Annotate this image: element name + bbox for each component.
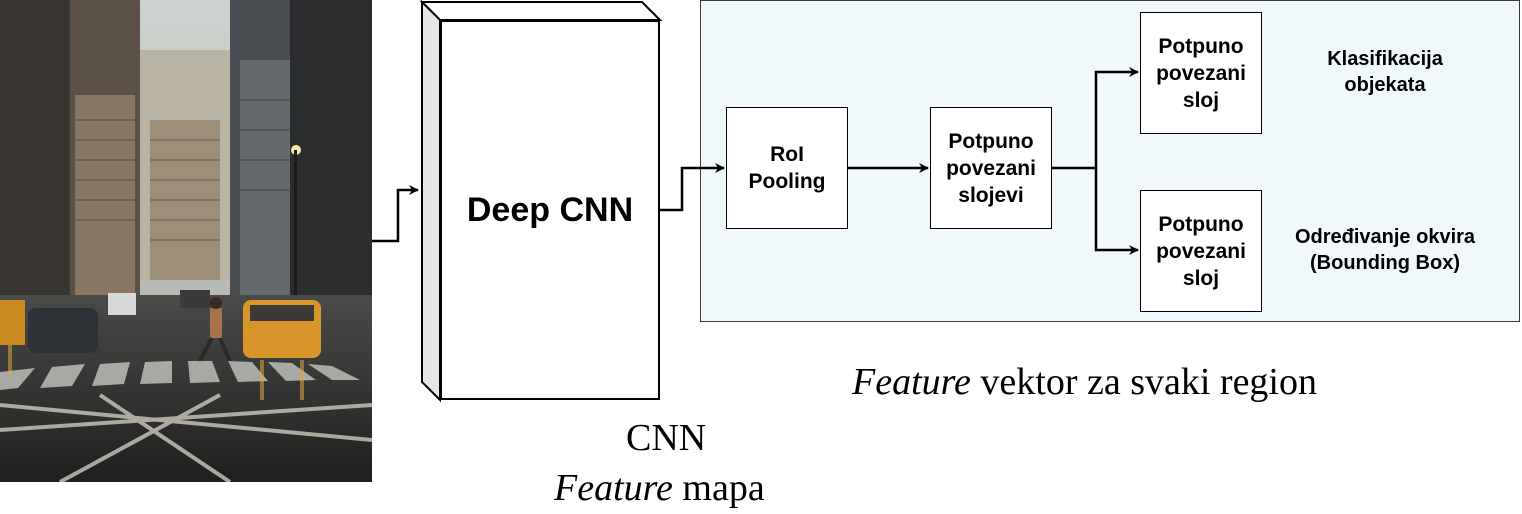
cnn-block-top-face <box>419 1 663 21</box>
arrow-fc-to-bottom <box>1094 168 1139 255</box>
cnn-caption-line1: CNN <box>626 417 707 459</box>
arrow-fc-to-top <box>1094 67 1139 168</box>
cnn-block-side-face <box>421 0 441 403</box>
roi-pooling-box: RoI Pooling <box>726 107 848 229</box>
cnn-block-label: Deep CNN <box>466 190 634 229</box>
roi-pooling-label: RoI Pooling <box>748 143 826 193</box>
fc-layer-top-box: Potpuno povezani sloj <box>1140 12 1262 134</box>
fc-layers-box: Potpuno povezani slojevi <box>930 107 1052 229</box>
cnn-caption-italic: Feature <box>554 467 673 509</box>
fc-layer-bottom-label: Potpuno povezani sloj <box>1156 212 1246 290</box>
fc-layers-label: Potpuno povezani slojevi <box>946 129 1036 207</box>
fc-layer-bottom-box: Potpuno povezani sloj <box>1140 190 1262 312</box>
bounding-box-output-label: Određivanje okvira (Bounding Box) <box>1294 226 1476 274</box>
fc-layer-top-label: Potpuno povezani sloj <box>1156 34 1246 112</box>
cnn-caption-rest: mapa <box>672 467 765 509</box>
feature-vector-caption-italic: Feature <box>852 361 971 403</box>
arrow-cnn-to-roi <box>660 163 725 212</box>
feature-vector-caption-rest: vektor za svaki region <box>970 361 1317 403</box>
feature-vector-caption: Feature vektor za svaki region <box>852 360 1317 404</box>
input-city-street-image <box>0 0 372 482</box>
arrow-image-to-cnn <box>372 185 419 243</box>
cnn-block: Deep CNN <box>440 20 660 400</box>
classification-output-label: Klasifikacija objekata <box>1327 48 1443 96</box>
cnn-caption-line2: Feature mapa <box>554 466 765 510</box>
